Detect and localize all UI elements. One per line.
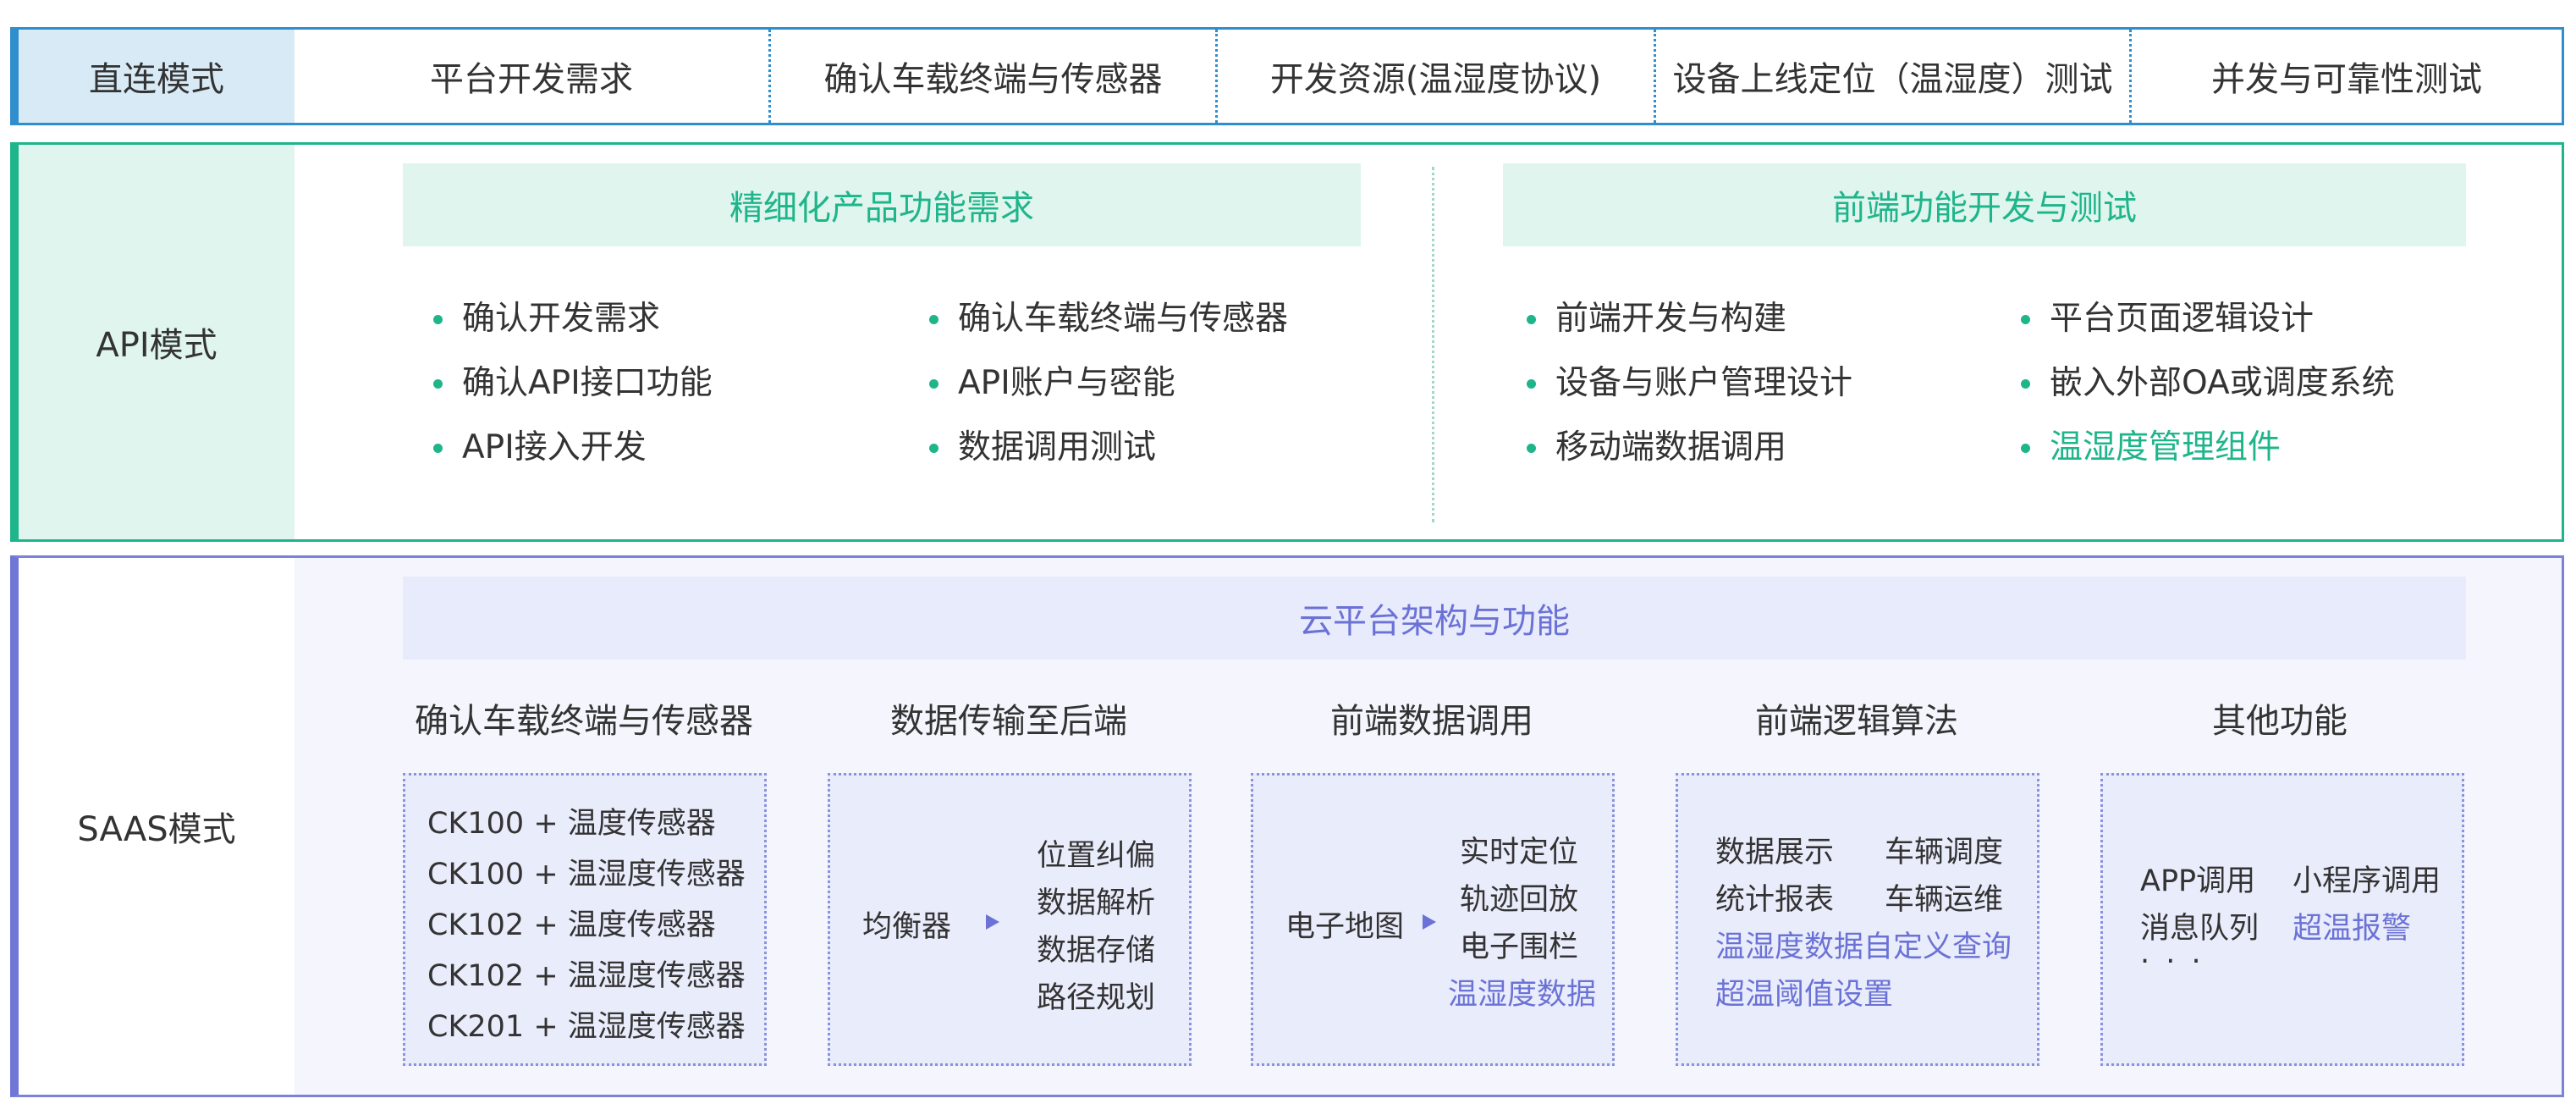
direct-step-1: 平台开发需求 — [430, 60, 633, 99]
list-item: 设备与账户管理设计 — [1523, 351, 1852, 416]
saas-box-logic: 数据展示 车辆调度 统计报表 车辆运维 温湿度数据自定义查询 超温阈值设置 — [1676, 773, 2039, 1066]
source-label: 电子地图 — [1285, 910, 1405, 944]
saas-box-other: APP调用 小程序调用 消息队列 超温报警 · · · — [2100, 773, 2464, 1066]
api-left-title: 精细化产品功能需求 — [403, 163, 1361, 246]
list-item-highlight: 温湿度数据自定义查询 — [1715, 930, 2012, 964]
list-item: API接入开发 — [430, 416, 713, 480]
bullet-dot-icon — [433, 379, 443, 389]
arrow-right-icon — [986, 914, 999, 930]
list-item: 确认开发需求 — [430, 287, 713, 351]
list-item: 数据展示 — [1715, 836, 1835, 869]
list-item-highlight: 超温阈值设置 — [1715, 978, 1894, 1012]
list-item: CK102 + 温度传感器 — [427, 908, 716, 942]
list-item: 实时定位 — [1460, 836, 1579, 869]
list-item: 确认车载终端与传感器 — [926, 287, 1288, 351]
list-item: 确认API接口功能 — [430, 351, 713, 416]
api-right-list-2: 平台页面逻辑设计 嵌入外部OA或调度系统 温湿度管理组件 — [2017, 287, 2395, 480]
saas-col-title-2: 数据传输至后端 — [890, 702, 1127, 741]
list-item-highlight: 超温报警 — [2293, 912, 2412, 946]
bullet-dot-icon — [929, 315, 938, 324]
list-item: 车辆调度 — [1885, 836, 2004, 869]
api-mode-section: API模式 精细化产品功能需求 确认开发需求 确认API接口功能 API接入开发… — [10, 142, 2564, 542]
api-right-list-1: 前端开发与构建 设备与账户管理设计 移动端数据调用 — [1523, 287, 1852, 480]
direct-mode-row: 直连模式 平台开发需求 确认车载终端与传感器 开发资源(温湿度协议) 设备上线定… — [10, 27, 2564, 125]
saas-box-transfer: 均衡器 位置纠偏 数据解析 数据存储 路径规划 — [828, 773, 1192, 1066]
list-item: 统计报表 — [1715, 883, 1835, 917]
list-item: 嵌入外部OA或调度系统 — [2017, 351, 2395, 416]
list-item: CK100 + 温度传感器 — [427, 807, 716, 841]
api-mode-label: API模式 — [19, 145, 294, 539]
list-item: 前端开发与构建 — [1523, 287, 1852, 351]
saas-box-terminals: CK100 + 温度传感器 CK100 + 温湿度传感器 CK102 + 温度传… — [403, 773, 767, 1066]
arrow-right-icon — [1423, 914, 1436, 930]
bullet-dot-icon — [929, 379, 938, 389]
bullet-dot-icon — [1527, 444, 1536, 453]
direct-step-2: 确认车载终端与传感器 — [768, 30, 1215, 123]
list-item: API账户与密能 — [926, 351, 1288, 416]
saas-col-title-5: 其他功能 — [2212, 702, 2348, 741]
saas-mode-section: SAAS模式 云平台架构与功能 确认车载终端与传感器 CK100 + 温度传感器… — [10, 555, 2564, 1097]
list-item: 平台页面逻辑设计 — [2017, 287, 2395, 351]
api-divider — [1432, 167, 1434, 522]
list-item-highlight: 温湿度数据 — [1448, 978, 1597, 1012]
direct-step-4: 设备上线定位（温湿度）测试 — [1654, 30, 2129, 123]
bullet-dot-icon — [2021, 379, 2030, 389]
direct-step-3: 开发资源(温湿度协议) — [1215, 30, 1654, 123]
more-ellipsis: · · · — [2140, 945, 2204, 979]
list-item: CK102 + 温湿度传感器 — [427, 959, 746, 993]
list-item: APP调用 — [2140, 864, 2256, 898]
saas-banner: 云平台架构与功能 — [403, 577, 2466, 660]
list-item: 消息队列 — [2140, 912, 2260, 946]
bullet-dot-icon — [433, 444, 443, 453]
bullet-dot-icon — [1527, 379, 1536, 389]
list-item: 小程序调用 — [2293, 864, 2441, 898]
list-item: 位置纠偏 — [1037, 839, 1156, 873]
list-item: 移动端数据调用 — [1523, 416, 1852, 480]
bullet-dot-icon — [1527, 315, 1536, 324]
list-item-highlight: 温湿度管理组件 — [2017, 416, 2395, 480]
saas-mode-label: SAAS模式 — [19, 558, 294, 1095]
list-item: 数据存储 — [1037, 934, 1156, 968]
list-item: 数据解析 — [1037, 886, 1156, 920]
bullet-dot-icon — [929, 444, 938, 453]
direct-mode-label: 直连模式 — [19, 30, 294, 123]
api-right-title: 前端功能开发与测试 — [1503, 163, 2466, 246]
list-item: 电子围栏 — [1460, 930, 1579, 964]
saas-col-title-1: 确认车载终端与传感器 — [415, 702, 753, 741]
list-item: 车辆运维 — [1885, 883, 2004, 917]
api-left-list-2: 确认车载终端与传感器 API账户与密能 数据调用测试 — [926, 287, 1288, 480]
bullet-dot-icon — [433, 315, 443, 324]
list-item: CK201 + 温湿度传感器 — [427, 1010, 746, 1044]
direct-step-5: 并发与可靠性测试 — [2129, 30, 2562, 123]
api-left-list-1: 确认开发需求 确认API接口功能 API接入开发 — [430, 287, 713, 480]
bullet-dot-icon — [2021, 444, 2030, 453]
source-label: 均衡器 — [862, 910, 952, 944]
saas-col-title-4: 前端逻辑算法 — [1755, 702, 1958, 741]
direct-mode-steps: 平台开发需求 确认车载终端与传感器 开发资源(温湿度协议) 设备上线定位（温湿度… — [294, 30, 2562, 123]
bullet-dot-icon — [2021, 315, 2030, 324]
list-item: 路径规划 — [1037, 981, 1156, 1015]
saas-col-title-3: 前端数据调用 — [1330, 702, 1533, 741]
list-item: CK100 + 温湿度传感器 — [427, 858, 746, 891]
list-item: 轨迹回放 — [1460, 883, 1579, 917]
list-item: 数据调用测试 — [926, 416, 1288, 480]
saas-box-frontend: 电子地图 实时定位 轨迹回放 电子围栏 温湿度数据 — [1251, 773, 1615, 1066]
